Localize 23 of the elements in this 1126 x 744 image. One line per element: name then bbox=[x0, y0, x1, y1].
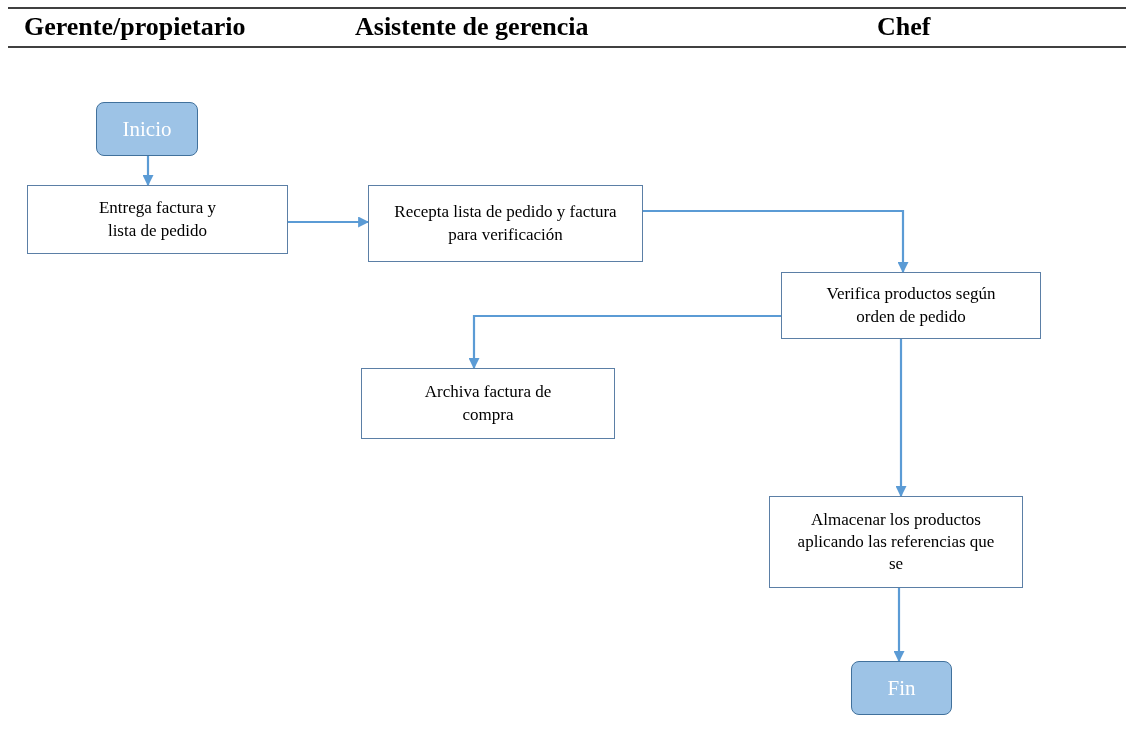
node-text: Recepta lista de pedido y factura para verificación bbox=[393, 201, 618, 246]
process-box bbox=[769, 496, 1023, 588]
column-heading: Chef bbox=[877, 12, 931, 42]
column-heading: Gerente/propietario bbox=[24, 12, 246, 42]
process-box bbox=[361, 368, 615, 439]
node-text: Entrega factura y lista de pedido bbox=[97, 197, 217, 242]
node-text: Inicio bbox=[122, 116, 172, 142]
arrow bbox=[468, 314, 781, 370]
arrow bbox=[142, 156, 154, 187]
process-box bbox=[781, 272, 1041, 339]
node-text: Almacenar los productos aplicando las referencias que se bbox=[796, 508, 996, 576]
process-box bbox=[27, 185, 288, 254]
arrow bbox=[643, 209, 909, 274]
arrow bbox=[895, 339, 907, 498]
process-box bbox=[368, 185, 643, 262]
arrow bbox=[893, 588, 905, 663]
node-text: Verifica productos según orden de pedido bbox=[825, 283, 997, 328]
node-text: Archiva factura de compra bbox=[423, 381, 553, 426]
terminal-box bbox=[96, 102, 198, 156]
terminal-box bbox=[851, 661, 952, 715]
node-text: Fin bbox=[887, 675, 916, 701]
arrow bbox=[288, 216, 370, 228]
column-heading: Asistente de gerencia bbox=[355, 12, 589, 42]
